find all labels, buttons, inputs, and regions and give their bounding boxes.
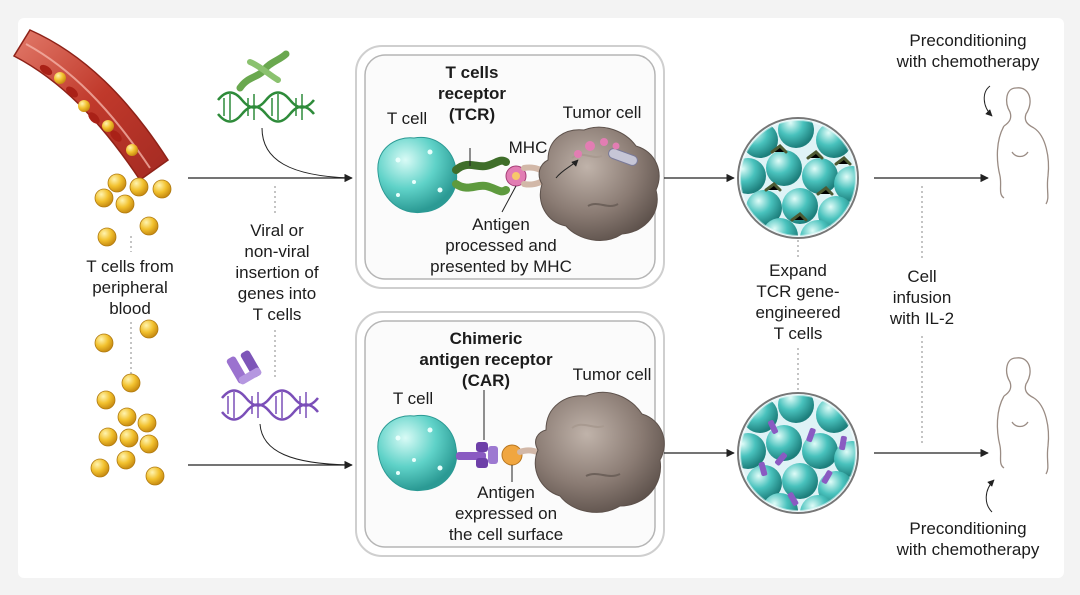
expand-label: Expand TCR gene- engineered T cells — [746, 260, 850, 344]
patient-icon-top — [996, 87, 1050, 205]
expanded-car-t-cells-sphere — [737, 392, 859, 514]
label-line: Preconditioning — [909, 519, 1027, 538]
label-line: Expand — [769, 261, 827, 280]
label-line: with chemotherapy — [896, 540, 1040, 559]
preconditioning-bottom-label: Preconditioning with chemotherapy — [888, 518, 1048, 560]
label-line: with IL-2 — [889, 309, 955, 328]
label-line: the cell surface — [448, 525, 564, 544]
mhc-label: MHC — [508, 138, 548, 157]
label-line: with chemotherapy — [896, 52, 1040, 71]
label-line: T cells — [252, 305, 302, 324]
label-line: processed and — [445, 236, 557, 255]
infusion-label: Cell infusion with IL-2 — [880, 266, 964, 329]
tcr-receptor-icon — [452, 148, 510, 196]
car-title: Chimeric antigen receptor (CAR) — [404, 328, 568, 391]
t-cells-from-blood-label: T cells from peripheral blood — [74, 256, 186, 319]
label-line: Preconditioning — [909, 31, 1027, 50]
dna-helix-icon-top — [217, 91, 315, 123]
expanded-tcr-t-cells-sphere — [737, 117, 859, 239]
tcr-title: T cells receptor (TCR) — [422, 62, 522, 125]
label-line: antigen receptor — [419, 350, 553, 369]
label-line: T cells — [773, 324, 823, 343]
car-antigen-caption: Antigen expressed on the cell surface — [420, 482, 592, 545]
label-line: Chimeric — [449, 329, 523, 348]
tcr-gene-icon — [236, 50, 290, 92]
curved-arrow-bottom — [259, 423, 351, 466]
car-receptor-icon — [456, 390, 498, 468]
label-line: Viral or — [250, 221, 304, 240]
dna-helix-icon-bottom — [221, 389, 319, 421]
label-line: Cell — [907, 267, 937, 286]
label-line: blood — [109, 299, 151, 318]
label-line: (TCR) — [448, 105, 496, 124]
tcr-t-cell-label: T cell — [386, 109, 428, 128]
arrow-to-patient-bottom-icon — [985, 479, 995, 513]
label-line: insertion of — [235, 263, 319, 282]
insertion-label: Viral or non-viral insertion of genes in… — [218, 220, 336, 325]
label-line: T cells from — [86, 257, 174, 276]
label-line: Antigen — [472, 215, 530, 234]
tumor-cell-icon-bottom — [534, 391, 665, 513]
blood-vessel-icon — [12, 29, 170, 182]
label-line: T cells — [445, 63, 499, 82]
car-t-cell-label: T cell — [392, 389, 434, 408]
arrow-to-patient-head-top — [983, 85, 993, 117]
preconditioning-top-label: Preconditioning with chemotherapy — [888, 30, 1048, 72]
car-tumor-cell-label: Tumor cell — [572, 365, 652, 384]
label-line: infusion — [892, 288, 952, 307]
label-line: non-viral — [244, 242, 310, 261]
label-line: expressed on — [454, 504, 558, 523]
t-cell-icon-bottom — [377, 414, 458, 492]
car-gene-icon — [226, 350, 262, 385]
t-cells-cluster-bottom — [90, 319, 165, 486]
label-line: engineered — [755, 303, 841, 322]
t-cells-cluster-top — [94, 173, 172, 247]
label-line: TCR gene- — [756, 282, 840, 301]
tcr-antigen-caption: Antigen processed and presented by MHC — [410, 214, 592, 277]
label-line: presented by MHC — [430, 257, 572, 276]
patient-icon-bottom — [996, 357, 1050, 475]
label-line: Antigen — [477, 483, 535, 502]
tumor-cell-icon-top — [538, 126, 660, 241]
label-line: genes into — [237, 284, 317, 303]
tcr-tumor-cell-label: Tumor cell — [562, 103, 642, 122]
curved-arrow-top — [261, 127, 351, 179]
label-line: receptor — [437, 84, 507, 103]
label-line: peripheral — [92, 278, 168, 297]
label-line: (CAR) — [461, 371, 511, 390]
